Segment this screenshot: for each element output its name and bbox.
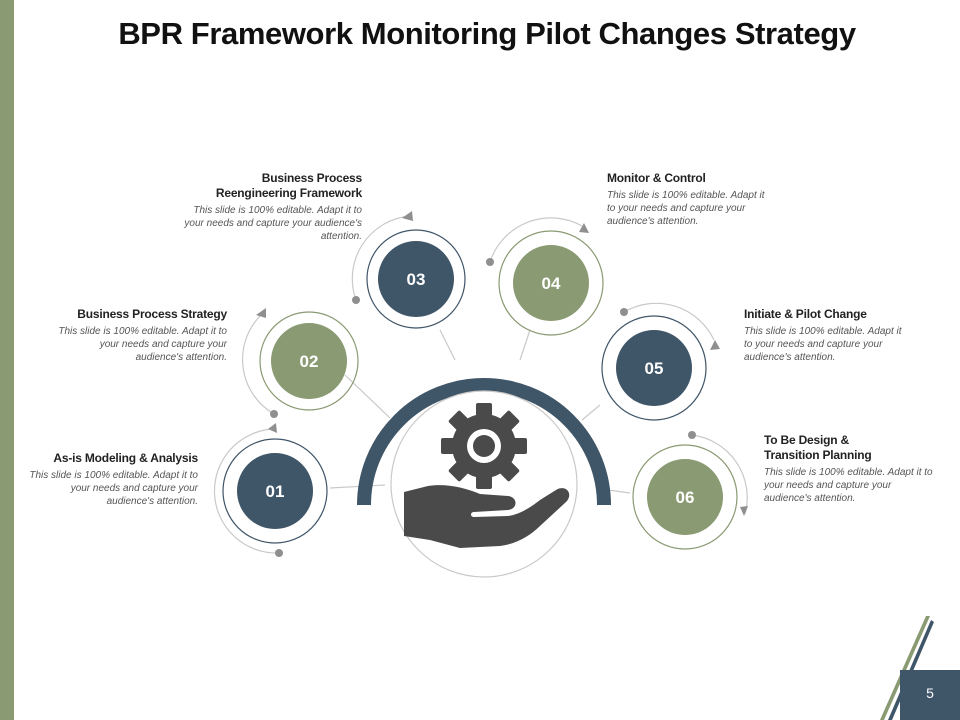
step-06-heading: To Be Design & Transition Planning <box>764 433 872 462</box>
step-05-badge <box>616 330 692 406</box>
step-05-description: This slide is 100% editable. Adapt it to… <box>744 326 902 363</box>
step-02-description: This slide is 100% editable. Adapt it to… <box>58 326 227 363</box>
step-04-heading: Monitor & Control <box>607 171 706 185</box>
step-01-label: As-is Modeling & Analysis This slide is … <box>26 451 198 508</box>
step-03-description: This slide is 100% editable. Adapt it to… <box>184 205 362 242</box>
orbit-rings <box>213 215 748 554</box>
step-03-heading: Business Process Reengineering Framework <box>215 171 362 200</box>
endpoint-dots <box>270 258 696 557</box>
step-04-number: 04 <box>542 274 561 293</box>
page-number: 5 <box>900 670 960 720</box>
page-title: BPR Framework Monitoring Pilot Changes S… <box>118 16 856 51</box>
step-02-badge <box>271 323 347 399</box>
step-02-heading: Business Process Strategy <box>77 307 227 321</box>
step-01-badge <box>237 453 313 529</box>
step-05-heading: Initiate & Pilot Change <box>744 307 867 321</box>
step-03-label: Business Process Reengineering Framework… <box>182 171 362 243</box>
central-arc <box>357 378 611 506</box>
step-02-label: Business Process Strategy This slide is … <box>50 307 227 364</box>
step-03-badge <box>378 241 454 317</box>
step-badges <box>237 241 723 535</box>
step-04-label: Monitor & Control This slide is 100% edi… <box>607 171 775 228</box>
step-05-number: 05 <box>645 359 664 378</box>
gear-hand-icon <box>404 403 570 548</box>
step-05-label: Initiate & Pilot Change This slide is 10… <box>744 307 912 364</box>
step-04-description: This slide is 100% editable. Adapt it to… <box>607 190 765 227</box>
left-accent-bar <box>0 0 14 720</box>
step-06-label: To Be Design & Transition Planning This … <box>764 433 934 505</box>
arrow-heads <box>256 211 748 516</box>
step-01-number: 01 <box>266 482 285 501</box>
step-06-number: 06 <box>676 488 695 507</box>
step-06-badge <box>647 459 723 535</box>
step-02-number: 02 <box>300 352 319 371</box>
step-03-number: 03 <box>407 270 426 289</box>
step-01-description: This slide is 100% editable. Adapt it to… <box>29 470 198 507</box>
step-04-badge <box>513 245 589 321</box>
step-01-heading: As-is Modeling & Analysis <box>53 451 198 465</box>
connector-lines <box>329 329 631 494</box>
step-numbers: 01 02 03 04 05 06 <box>266 270 695 507</box>
step-06-description: This slide is 100% editable. Adapt it to… <box>764 467 933 504</box>
